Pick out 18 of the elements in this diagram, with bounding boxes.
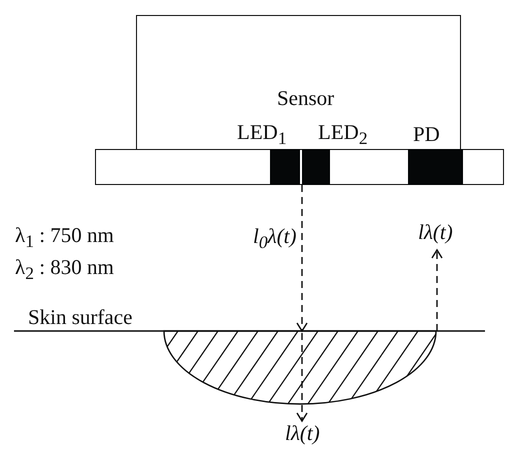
hatched-tissue-region [163, 331, 437, 405]
sensor-strip [95, 149, 504, 185]
optical-element [270, 148, 300, 184]
light-path-arrow [431, 249, 443, 331]
sensor-label: Sensor [277, 88, 334, 109]
wavelength-note: λ$_{2}$ : 830 nm [15, 257, 114, 283]
component-label: PD [413, 124, 440, 145]
component-label: LED$_{2}$ [318, 122, 368, 148]
light-path-arrow [296, 405, 308, 422]
surface-label: Skin surface [28, 307, 132, 328]
optical-element [408, 148, 462, 184]
wavelength-note: λ$_{1}$ : 750 nm [15, 225, 114, 251]
edge-label: lλ(t) [285, 423, 320, 444]
sensor-housing [136, 15, 461, 150]
optical-element [302, 148, 330, 184]
light-path-arrow [296, 185, 308, 332]
component-label: LED$_{1}$ [237, 122, 287, 148]
edge-label: lλ(t) [418, 222, 453, 243]
